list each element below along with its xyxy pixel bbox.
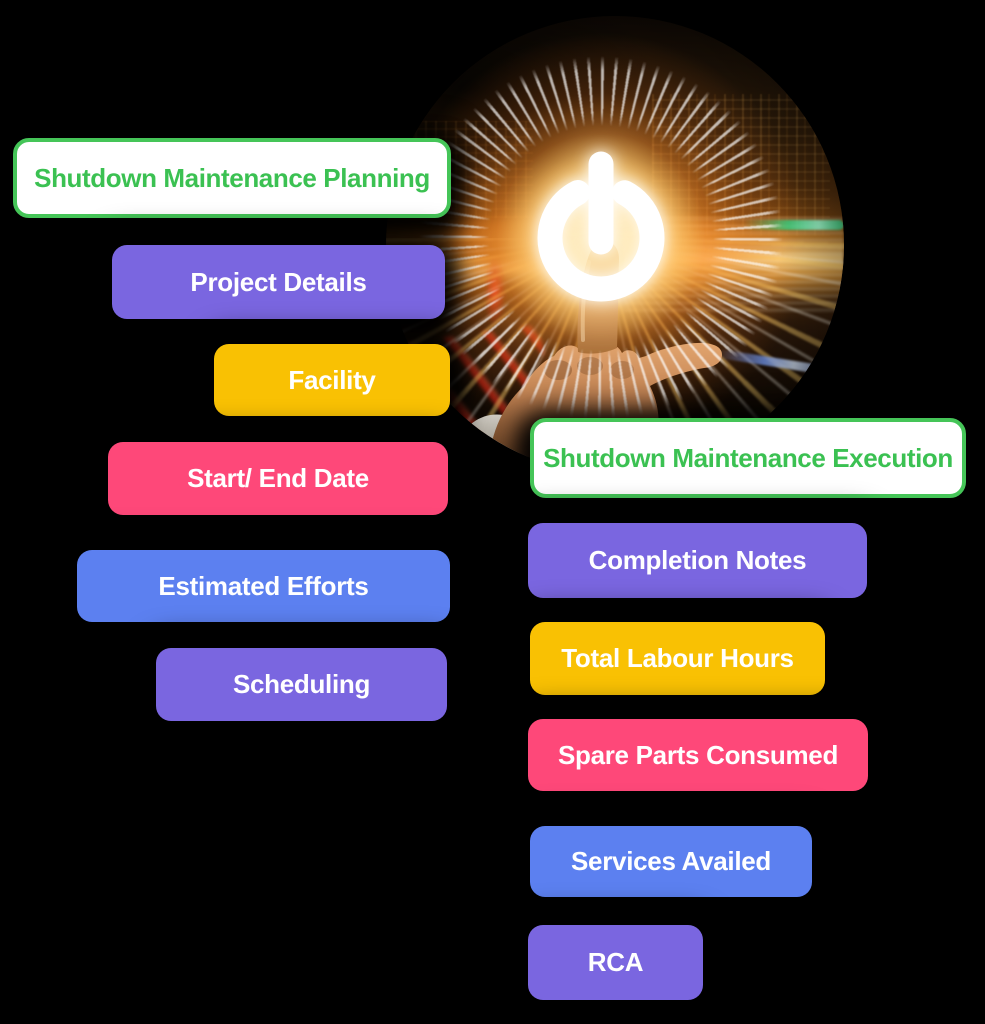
pill-completion-notes: Completion Notes — [528, 523, 867, 598]
photo-vignette — [386, 16, 844, 474]
execution-title: Shutdown Maintenance Execution — [543, 442, 953, 473]
pill-scheduling: Scheduling — [156, 648, 447, 721]
pill-start-end-date: Start/ End Date — [108, 442, 448, 515]
pill-facility: Facility — [214, 344, 450, 416]
pill-services-availed: Services Availed — [530, 826, 812, 897]
planning-header: Shutdown Maintenance Planning — [13, 138, 451, 218]
pill-rca: RCA — [528, 925, 703, 1000]
pill-estimated-efforts: Estimated Efforts — [77, 550, 450, 622]
power-button-photo — [386, 16, 844, 474]
pill-project-details: Project Details — [112, 245, 445, 319]
execution-header: Shutdown Maintenance Execution — [530, 418, 966, 498]
pill-spare-parts-consumed: Spare Parts Consumed — [528, 719, 868, 791]
pill-total-labour-hours: Total Labour Hours — [530, 622, 825, 695]
planning-title: Shutdown Maintenance Planning — [34, 162, 430, 193]
